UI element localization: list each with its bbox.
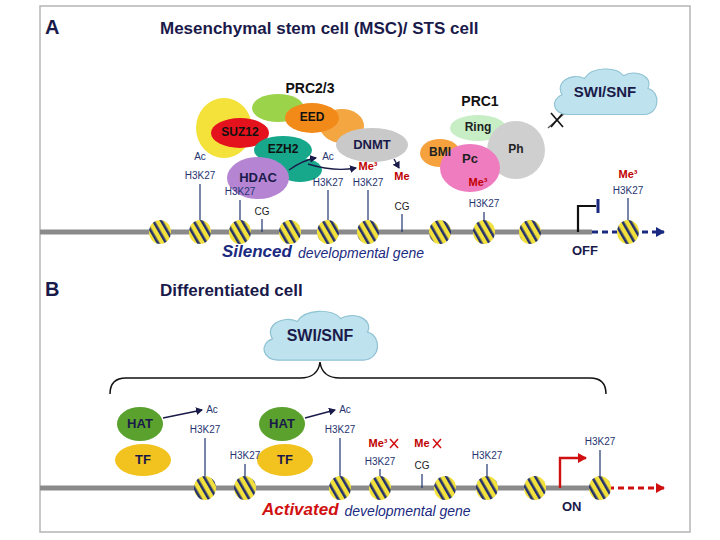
histone-mark: H3K27 (325, 424, 356, 436)
protein-blob: DNMT (336, 128, 408, 162)
cpg-site: CG (415, 460, 430, 472)
protein-name: SUZ12 (221, 126, 258, 140)
histone-mark: H3K27 (190, 424, 221, 436)
histone-mark: Ac (206, 404, 218, 416)
protein-blob: TF (257, 444, 313, 476)
protein-name: TF (135, 453, 151, 468)
histone-mark: H3K27 (469, 198, 500, 210)
protein-name: HDAC (239, 171, 277, 186)
histone-mark: H3K27 (230, 450, 261, 462)
protein-name: Ph (508, 143, 523, 157)
histone-mark: H3K27 (585, 436, 616, 448)
removed-methyl-mark: Me³ (369, 437, 388, 450)
histone-mark: H3K27 (185, 170, 216, 182)
histone-mark: H3K27 (365, 456, 396, 468)
protein-name: EZH2 (268, 143, 299, 157)
cpg-site: CG (395, 201, 410, 213)
histone-mark: H3K27 (313, 177, 344, 189)
protein-blob: TF (115, 444, 171, 476)
complex-cloud: SWI/SNF (549, 65, 661, 119)
protein-name: BMI (429, 146, 451, 160)
panel-title: Differentiated cell (160, 281, 303, 301)
gene-state: Silenced (222, 242, 292, 262)
protein-blob: EED (285, 103, 339, 133)
methyl-mark: Me³ (619, 168, 638, 181)
cpg-site: CG (255, 206, 270, 218)
protein-name: SWI/SNF (574, 83, 637, 100)
protein-name: Pc (462, 152, 478, 167)
complex-name: PRC1 (461, 93, 498, 109)
switch-state: ON (562, 500, 582, 515)
protein-name: DNMT (353, 138, 391, 153)
histone-mark: H3K27 (225, 186, 256, 198)
methyl-mark: Me³ (359, 160, 378, 173)
protein-blob: HAT (259, 407, 305, 441)
panel-letter: A (45, 16, 59, 39)
removed-methyl-mark: Me (414, 437, 429, 450)
histone-mark: Ac (194, 151, 206, 163)
gene-caption: developmental gene (345, 503, 471, 519)
protein-name: Ring (465, 121, 492, 135)
histone-mark: Ac (339, 404, 351, 416)
complex-cloud: SWI/SNF (258, 307, 382, 365)
histone-mark: H3K27 (613, 185, 644, 197)
complex-name: PRC2/3 (285, 80, 334, 96)
protein-blob: HAT (117, 407, 163, 441)
protein-name: TF (277, 453, 293, 468)
protein-name: SWI/SNF (287, 327, 354, 345)
panel-title: Mesenchymal stem cell (MSC)/ STS cell (160, 19, 478, 39)
protein-name: HAT (269, 417, 295, 432)
protein-name: EED (300, 111, 325, 125)
histone-mark: H3K27 (472, 450, 503, 462)
panel-letter: B (45, 278, 59, 301)
methyl-mark: Me³ (469, 176, 488, 189)
switch-state: OFF (572, 244, 598, 259)
histone-mark: H3K27 (353, 177, 384, 189)
histone-mark: Ac (322, 151, 334, 163)
protein-name: HAT (127, 417, 153, 432)
methyl-mark: Me (394, 170, 409, 183)
gene-state: Activated (262, 500, 339, 520)
gene-caption: developmental gene (298, 245, 424, 261)
